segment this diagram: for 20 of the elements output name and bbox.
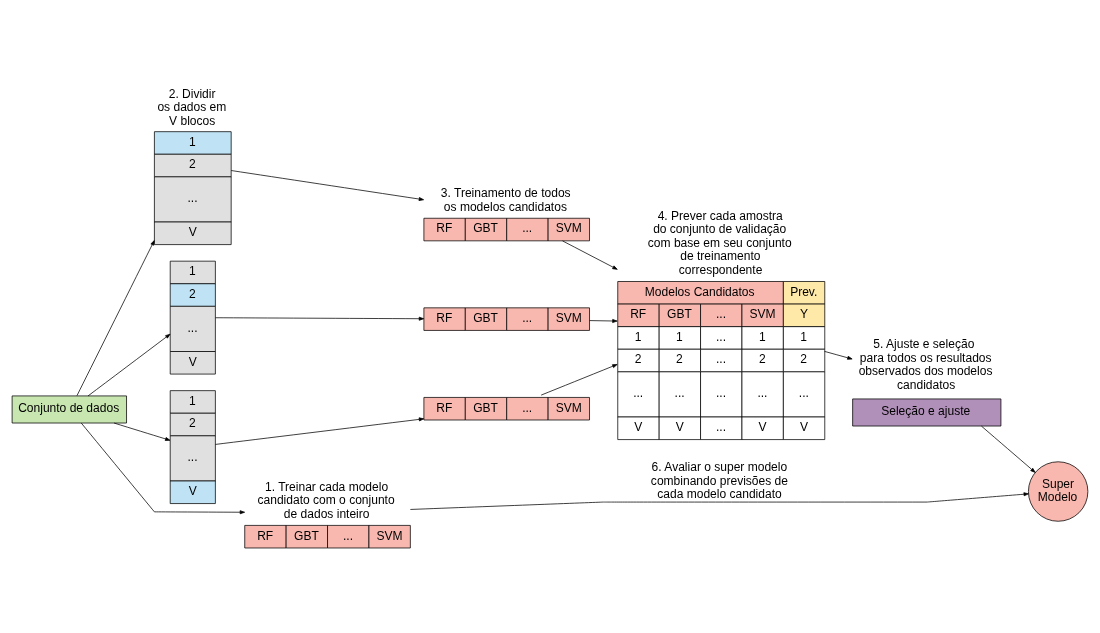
arrow (80, 422, 245, 515)
arrow (215, 316, 425, 321)
node-box: Conjunto de dados (11, 395, 127, 424)
node-label: 5. Ajuste e seleção para todos os resultados observados dos modelos candidatos (858, 337, 993, 392)
node-label: 2. Dividir os dados em V blocos (157, 86, 227, 128)
arrow (981, 425, 1036, 473)
arrow (540, 364, 618, 396)
arrow (76, 240, 155, 396)
node-label: 4. Prever cada amostra do conjunto de validação com base em seu conjunto de treinamento correspondente (647, 208, 792, 277)
arrow (562, 240, 618, 270)
arrow (589, 319, 618, 323)
node-label: 1. Treinar cada modelo candidato com o conjunto de dados inteiro (257, 479, 395, 521)
edge-label: 6. Avaliar o super modelo combinando previsões de cada modelo candidato (650, 460, 788, 502)
arrow (230, 170, 424, 201)
node-label: 3. Treinamento de todos os modelos candidatos (440, 186, 571, 214)
arrow (87, 333, 171, 397)
arrow (410, 492, 1029, 510)
arrow (215, 417, 425, 445)
arrow (824, 351, 853, 360)
arrow (113, 422, 171, 441)
